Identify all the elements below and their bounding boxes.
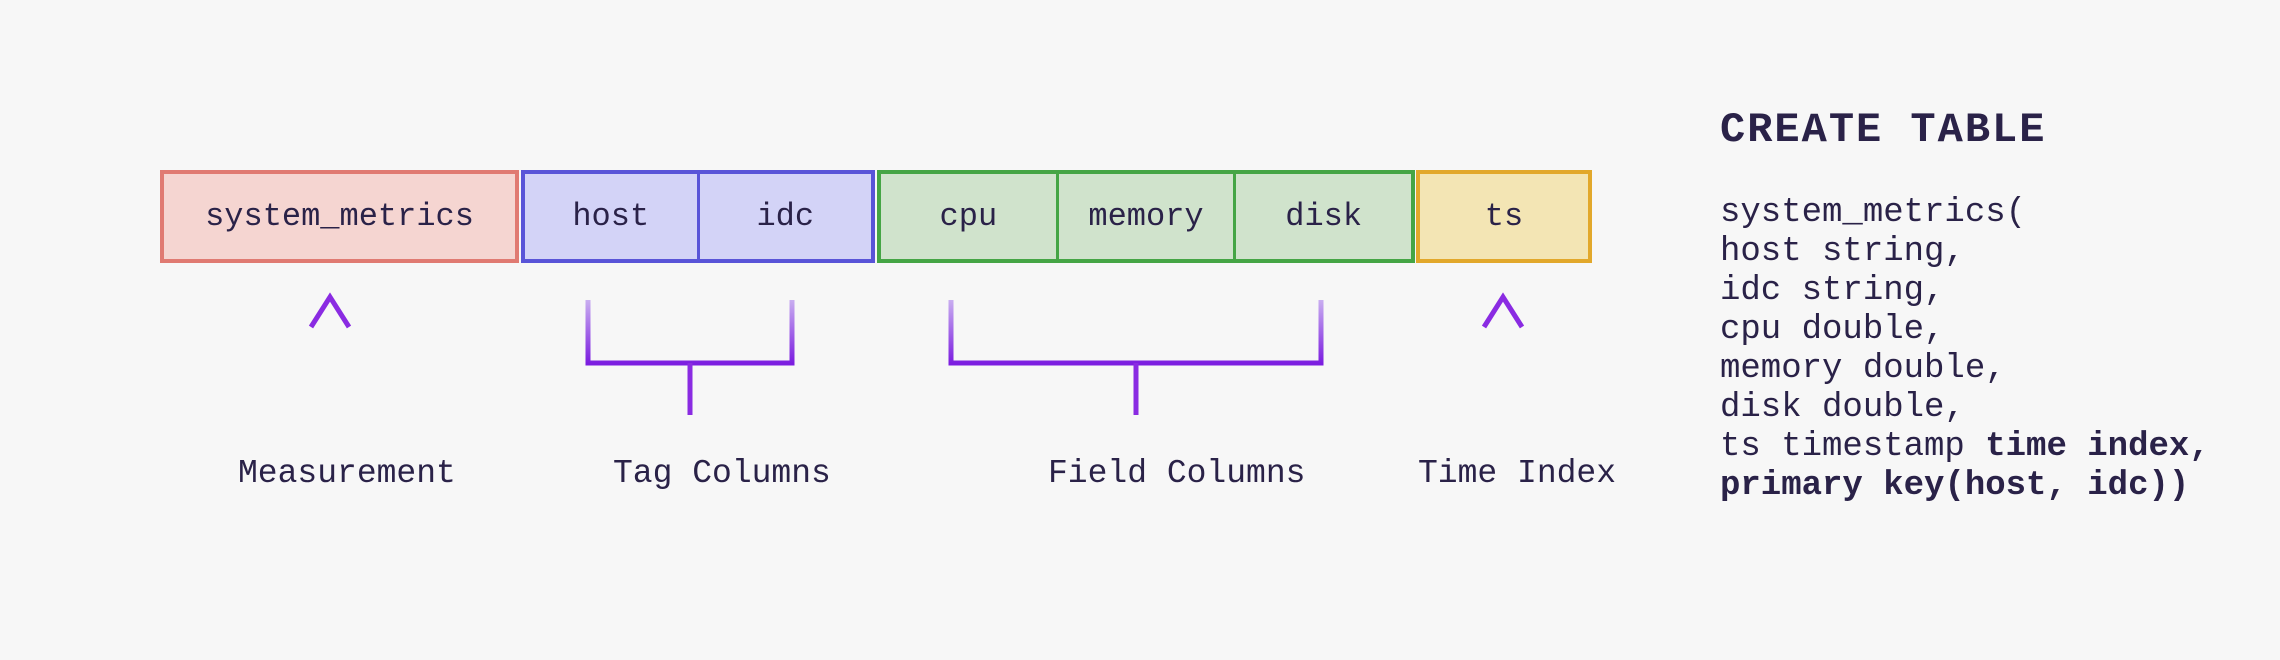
table-cell-disk: disk	[1233, 174, 1411, 259]
sql-line: cpu double,	[1720, 311, 1945, 349]
field-columns-label: Field Columns	[1048, 455, 1306, 492]
sql-body: system_metrics(host string,idc string,cp…	[1720, 194, 2210, 506]
table-cell-cpu: cpu	[939, 198, 998, 235]
field-columns-bracket-icon	[948, 300, 1324, 415]
measurement-arrow-icon	[308, 292, 352, 413]
tag-columns-label: Tag Columns	[613, 455, 831, 492]
measurement-label: Measurement	[238, 455, 456, 492]
sql-line: host string,	[1720, 233, 1965, 271]
table-cell-host: host	[572, 198, 650, 235]
tag-columns-group: host idc	[521, 170, 875, 263]
annotation-arrows	[308, 292, 1525, 415]
create-table-title: CREATE TABLE	[1720, 106, 2047, 154]
time-index-label: Time Index	[1418, 455, 1617, 492]
table-cell-idc: idc	[696, 174, 872, 259]
sql-line: memory double,	[1720, 350, 2006, 388]
time-index-group: ts	[1416, 170, 1592, 263]
sql-line: system_metrics(	[1720, 194, 2027, 232]
tag-columns-bracket-icon	[585, 300, 795, 415]
time-index-arrow-icon	[1481, 292, 1525, 413]
table-cell-ts: ts	[1484, 198, 1524, 235]
table-cell-memory: memory	[1055, 174, 1234, 259]
sql-line: idc string,	[1720, 272, 1945, 310]
sql-line: disk double,	[1720, 389, 1965, 427]
table-cell-system_metrics: system_metrics	[205, 198, 474, 235]
sql-line: primary key(host, idc))	[1720, 467, 2190, 505]
sql-line: ts timestamp time index,	[1720, 428, 2210, 466]
measurement-group: system_metrics	[160, 170, 519, 263]
